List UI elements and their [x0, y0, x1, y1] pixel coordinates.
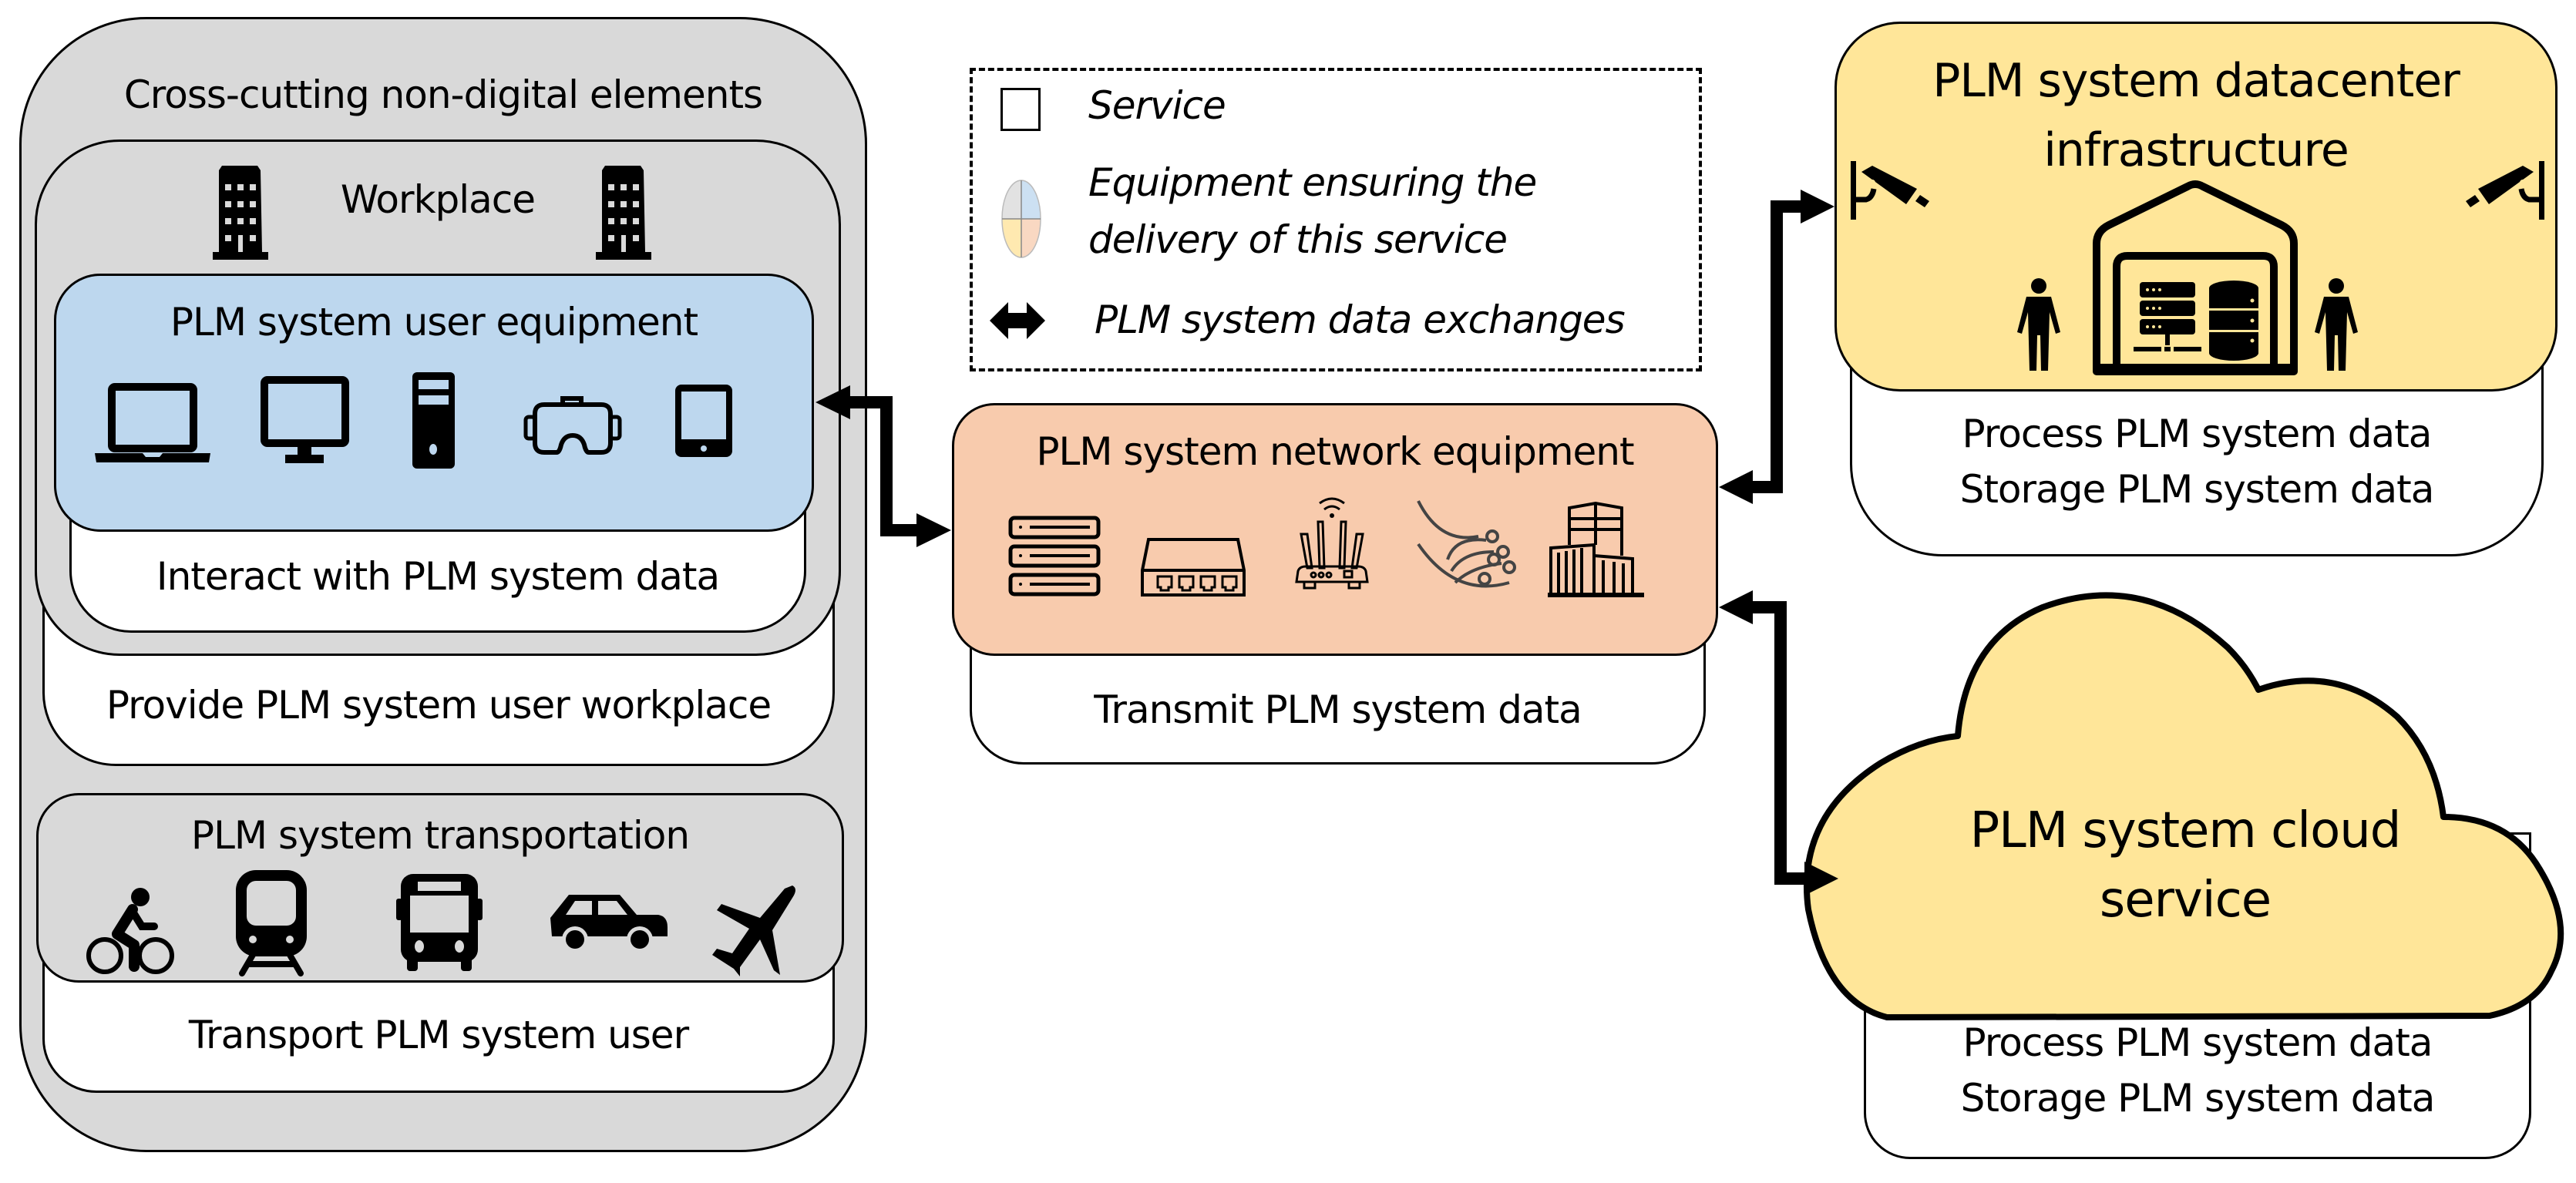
workplace-title: Workplace	[340, 177, 536, 222]
office-building-icon	[213, 164, 268, 263]
datacenter-building-icon	[2087, 180, 2303, 378]
cloud-service-line2: Storage PLM system data	[1960, 1076, 2436, 1121]
cross-cutting-title: Cross-cutting non-digital elements	[123, 72, 763, 117]
legend-equipment-label-line2: delivery of this service	[1088, 217, 1508, 262]
service-swatch-icon	[1000, 88, 1041, 131]
airplane-icon	[709, 884, 798, 980]
bicycle-icon	[86, 886, 175, 978]
office-towers-icon	[1548, 501, 1644, 601]
laptop-icon	[95, 383, 210, 468]
person-icon	[2016, 278, 2062, 374]
legend-service-label: Service	[1088, 83, 1226, 128]
bus-icon	[396, 872, 483, 976]
cloud-title-line2: service	[2099, 872, 2272, 929]
network-equipment-box: PLM system network equipment	[952, 403, 1718, 656]
legend-box: Service Equipment ensuring the delivery …	[970, 68, 1702, 371]
datacenter-title-line2: infrastructure	[2043, 123, 2349, 177]
network-switch-icon	[1139, 536, 1247, 601]
security-camera-icon	[2446, 161, 2546, 226]
user-equipment-box: PLM system user equipment	[54, 274, 814, 532]
train-icon	[233, 869, 310, 980]
desktop-monitor-icon	[261, 376, 349, 468]
tablet-icon	[673, 382, 735, 462]
car-icon	[547, 892, 671, 956]
transportation-box: PLM system transportation	[36, 793, 844, 983]
legend-equipment-label-line1: Equipment ensuring the	[1088, 160, 1537, 205]
datacenter-service-line2: Storage PLM system data	[1959, 467, 2435, 512]
cloud-title-block: PLM system cloud service	[1881, 802, 2490, 956]
user-equipment-title: PLM system user equipment	[170, 300, 698, 344]
server-rack-icon	[1008, 516, 1101, 600]
cloud-title-line1: PLM system cloud	[1969, 802, 2402, 859]
cloud-service-line1: Process PLM system data	[1962, 1020, 2433, 1065]
cloud-shape	[1803, 592, 2564, 1020]
bidirectional-arrow-icon	[990, 302, 1045, 342]
person-icon	[2313, 278, 2359, 374]
security-camera-icon	[1849, 161, 1949, 226]
transportation-title: PLM system transportation	[190, 813, 690, 858]
connector-network-to-datacenter	[1719, 190, 1834, 504]
network-service-label: Transmit PLM system data	[1094, 687, 1582, 732]
network-equipment-title: PLM system network equipment	[1036, 429, 1634, 474]
office-building-icon	[596, 164, 651, 263]
equipment-quadrant-icon	[1000, 179, 1042, 262]
datacenter-box: PLM system datacenter infrastructure	[1834, 22, 2558, 392]
vr-headset-icon	[523, 395, 623, 460]
transport-service-label: Transport PLM system user	[188, 1013, 689, 1057]
pc-tower-icon	[412, 372, 455, 472]
legend-exchange-label: PLM system data exchanges	[1095, 297, 1626, 342]
workplace-service-label: Provide PLM system user workplace	[106, 683, 772, 728]
user-equipment-service-label: Interact with PLM system data	[156, 554, 720, 599]
wifi-router-icon	[1286, 494, 1378, 593]
datacenter-service-line1: Process PLM system data	[1962, 412, 2433, 456]
fiber-optic-icon	[1417, 498, 1525, 609]
datacenter-title-line1: PLM system datacenter	[1932, 54, 2460, 108]
